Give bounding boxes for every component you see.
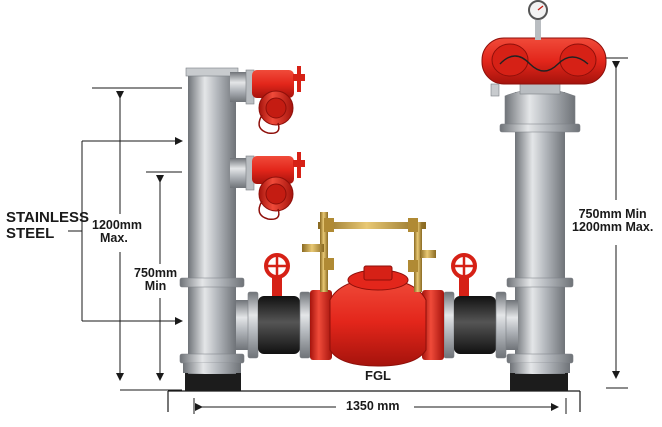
left-max-height-value: 1200mm	[92, 218, 143, 232]
left-max-height-label: 1200mm Max.	[92, 218, 143, 246]
hydrant-head	[481, 37, 607, 97]
landing-valve-lower	[252, 152, 305, 221]
right-max-height-value: 1200mm Max.	[572, 220, 654, 235]
handwheel-icon-right	[451, 253, 477, 296]
material-label-line1: STAINLESS	[6, 209, 90, 226]
ground-level-label: FGL	[365, 368, 391, 383]
pressure-gauge-icon	[528, 0, 548, 40]
left-min-height-qualifier: Min	[144, 279, 167, 294]
landing-valve-upper	[252, 66, 305, 135]
ground-line	[167, 372, 581, 412]
check-valve	[310, 265, 444, 367]
dimension-lines	[68, 57, 628, 414]
left-min-height-label: 750mm Min	[134, 266, 178, 294]
width-dimension-label: 1350 mm	[346, 399, 400, 413]
brass-bypass	[302, 212, 436, 292]
material-label-line2: STEEL	[6, 224, 55, 242]
material-label: STAINLESS STEEL	[6, 210, 89, 242]
left-max-height-qualifier: Max.	[100, 231, 128, 246]
right-standpipe	[499, 83, 581, 374]
right-min-height-value: 750mm Min	[578, 207, 647, 221]
handwheel-icon	[264, 253, 290, 296]
right-height-label: 750mm Min 1200mm Max.	[572, 207, 654, 235]
left-min-height-value: 750mm	[134, 266, 178, 280]
left-standpipe	[179, 67, 255, 374]
